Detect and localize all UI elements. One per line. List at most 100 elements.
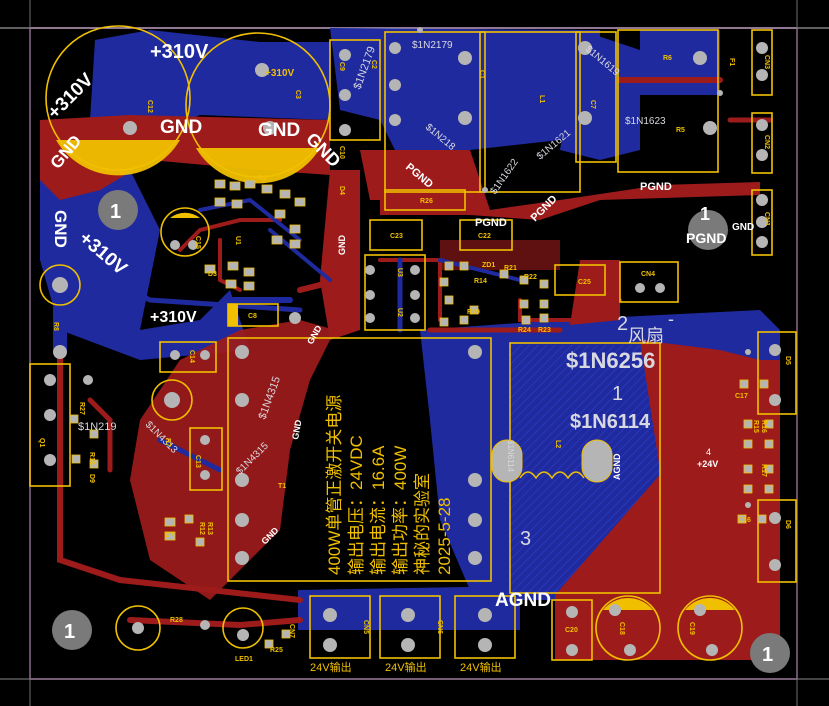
refdes-r27: R27 [78,402,85,415]
l2-pad-left [491,439,523,483]
net-24v: +24V [697,459,718,469]
smd-pads [69,179,774,649]
net-gnd-8: GND [290,418,303,440]
silk-note-line5: 神秘的实验室 [413,473,432,575]
refdes-r23: R23 [538,327,551,334]
mounting-holes [52,190,790,673]
refdes-r5: R5 [676,127,685,134]
refdes-c3: C3 [294,90,301,99]
refdes-c17: C17 [735,393,748,400]
refdes-f1: F1 [728,58,735,66]
net-1n6114-pad: $1N6114 [506,440,515,472]
fan-label: 风扇 [628,326,664,347]
refdes-d3: D3 [208,271,217,278]
refdes-cn4: CN4 [641,271,655,278]
net-pgnd-2: PGND [640,181,672,193]
net-gnd-6: GND [337,235,347,256]
refdes-led1: LED1 [235,656,253,663]
refdes-r12: R12 [198,522,205,535]
refdes-d7: D7 [165,532,174,539]
net-agnd-2: AGND [612,453,622,480]
mounting-hole-2 [688,210,728,250]
refdes-cn6: CN6 [436,620,443,634]
net-pgnd-1: PGND [686,230,726,246]
refdes-d6: D6 [784,520,791,529]
silk-note-line6: 2025-5-28 [435,497,454,575]
net-hv-left: +310V [44,69,98,123]
mounting-hole-4 [750,633,790,673]
net-gnd-2: GND [258,120,300,141]
refdes-zd1: ZD1 [482,262,495,269]
refdes-r26: R26 [420,198,433,205]
silkscreen-outlines [29,25,797,661]
inductor-l2-coil [519,471,585,480]
silk-note-line3: 输出电流：16.6A [369,445,388,575]
output-label-3: 24V输出 [460,660,502,674]
refdes-c10: C10 [338,146,345,159]
refdes-u1: U1 [234,236,241,245]
refdes-l2: L2 [554,440,561,448]
refdes-c19: C19 [688,622,695,635]
pin-2-fan: 2 [617,313,628,335]
refdes-c9: C9 [338,62,345,71]
output-label-1: 24V输出 [310,660,352,674]
refdes-t1: T1 [278,483,286,490]
mounting-hole-label-4: 1 [762,644,773,666]
refdes-c20: C20 [565,627,578,634]
refdes-c25: C25 [578,279,591,286]
net-agnd-1: AGND [495,590,551,611]
refdes-r22: R22 [524,274,537,281]
net-1n1623: $1N1623 [625,116,666,127]
net-gnd-10: GND [732,222,754,233]
net-gnd-1: GND [160,117,202,138]
pin-3: 3 [520,528,531,550]
refdes-cn5: CN5 [362,620,369,634]
mounting-hole-label-2: 1 [700,204,710,224]
output-labels: 24V输出 24V输出 24V输出 [310,660,502,674]
mounting-hole-1 [98,190,138,230]
refdes-q1: Q1 [38,438,45,447]
refdes-cn2: CN2 [763,135,770,149]
mounting-hole-label-3: 1 [64,621,75,643]
refdes-cn1: CN1 [763,212,770,226]
refdes-r9: R9 [258,175,267,182]
refdes-labels: C12 C3 C2 C1 L1 C7 R6 R5 F1 CN3 CN2 CN1 … [38,55,791,663]
silk-note: 400W单管正激开关电源 输出电压：24VDC 输出电流：16.6A 输出功率：… [325,395,454,575]
net-1n6114: $1N6114 [570,411,651,433]
fan-minus: - [668,309,674,329]
refdes-r24: R24 [518,327,531,334]
cap-polarity-fill [56,140,735,610]
refdes-d4: D4 [338,186,345,195]
refdes-r8: R8 [52,322,59,331]
refdes-c14: C14 [188,350,195,363]
net-1n2179: $1N2179 [412,40,453,51]
net-1n219: $1N219 [78,421,117,433]
refdes-u2: U2 [396,308,403,317]
silk-note-line2: 输出电压：24VDC [347,435,366,575]
refdes-c15: C15 [194,236,201,249]
refdes-c16: C16 [738,517,751,524]
net-hv-top: +310V [150,41,209,63]
refdes-r13: R13 [206,522,213,535]
refdes-r25: R25 [270,647,283,654]
refdes-r15: R15 [752,420,759,433]
refdes-c12: C12 [146,100,153,113]
refdes-c18: C18 [618,622,625,635]
refdes-c8: C8 [248,313,257,320]
silk-note-line4: 输出功率：400W [391,446,410,575]
refdes-c7: C7 [589,100,596,109]
refdes-r17: R17 [760,464,767,477]
mounting-hole-3 [52,610,92,650]
mounting-hole-label-1: 1 [110,201,121,223]
net-1n6256: $1N6256 [566,348,655,373]
refdes-l1: L1 [538,95,545,103]
refdes-r6: R6 [663,55,672,62]
refdes-d9: D9 [88,474,95,483]
refdes-r19: R19 [467,309,480,316]
silk-note-line1: 400W单管正激开关电源 [325,395,344,575]
refdes-c23: C23 [390,233,403,240]
refdes-r21: R21 [504,265,517,272]
refdes-c1: C1 [478,70,485,79]
refdes-c2: C2 [370,60,377,69]
